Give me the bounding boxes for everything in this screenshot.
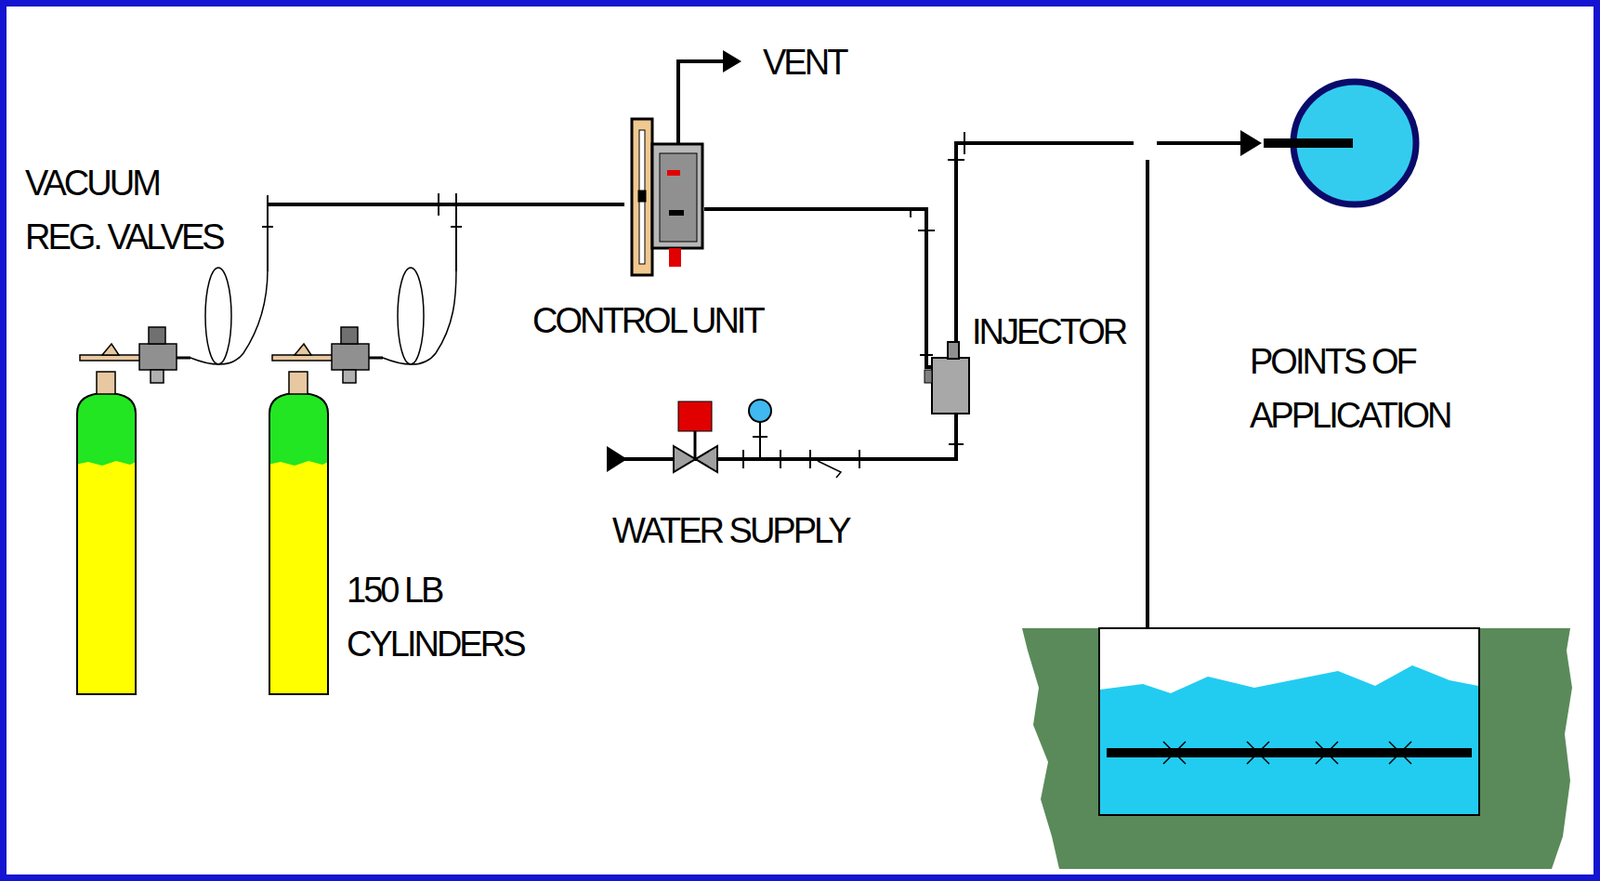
solution-line (1145, 159, 1150, 662)
part-label: POINTS OF APPLICATION (1249, 334, 1455, 443)
white-ground (6, 6, 1594, 875)
vacuum-line (918, 229, 935, 232)
control-unit (667, 170, 681, 176)
gas-cylinder (266, 390, 332, 697)
vacuum-regulator (340, 327, 358, 344)
basin (1163, 741, 1186, 764)
solution-line (1156, 141, 1246, 145)
basin (1315, 741, 1338, 764)
flexible-hose (190, 269, 268, 365)
vent-line (722, 50, 742, 73)
vacuum-regulator (331, 343, 369, 370)
vacuum-header (266, 195, 269, 216)
vacuum-regulator (148, 327, 166, 344)
basin (1163, 741, 1412, 764)
water-supply-line (742, 449, 745, 469)
part-label: VENT (762, 35, 846, 90)
part-label: VACUUM REG. VALVES (25, 156, 227, 264)
control-unit (668, 248, 682, 267)
control-unit (631, 118, 703, 276)
water-supply-line (858, 449, 861, 469)
basin (1099, 628, 1480, 815)
vacuum-line (919, 354, 933, 356)
vacuum-regulator (139, 343, 177, 370)
vacuum-line (909, 209, 912, 218)
vacuum-regulator (272, 354, 334, 361)
vacuum-header (262, 225, 274, 228)
basin (1022, 628, 1573, 869)
vacuum-regulator (368, 356, 383, 360)
basin (1022, 628, 1573, 869)
vacuum-header (262, 193, 625, 272)
basin (1246, 741, 1270, 764)
water-supply-line (678, 401, 712, 432)
vacuum-header (437, 193, 440, 216)
control-unit (668, 209, 684, 216)
flexible-hose (397, 267, 424, 365)
water-supply-line (779, 449, 782, 469)
water-supply-line (817, 460, 841, 478)
water-supply-line (606, 399, 964, 478)
water-supply-line (694, 429, 697, 460)
flexible-hose (382, 269, 457, 365)
water-supply-line (613, 413, 957, 460)
vacuum-regulator (150, 369, 164, 383)
control-unit (639, 130, 645, 264)
water-supply-line (748, 399, 772, 422)
water-supply-line (752, 435, 768, 438)
water-supply-line (759, 421, 761, 460)
part-label: CONTROL UNIT (532, 293, 763, 348)
gas-cylinder (74, 390, 140, 697)
flexible-hose (190, 267, 457, 365)
water-supply-line (606, 445, 628, 473)
injector (924, 341, 970, 414)
pipe-section (1263, 138, 1353, 148)
part-label: 150 LB CYLINDERS (346, 563, 528, 671)
vacuum-regulator (176, 356, 191, 360)
injector (947, 341, 959, 359)
vacuum-header (267, 202, 625, 207)
basin (1389, 741, 1412, 764)
basin (1106, 747, 1472, 758)
water-supply-line (948, 443, 964, 446)
pipe-section (1263, 81, 1417, 205)
control-unit (631, 118, 653, 276)
control-unit (659, 153, 697, 242)
part-label: INJECTOR (971, 304, 1126, 359)
vent-line (678, 61, 725, 145)
vacuum-regulator (96, 371, 116, 394)
part-label: WATER SUPPLY (612, 503, 850, 558)
vacuum-regulator (79, 327, 383, 394)
gas-cylinder (269, 393, 328, 695)
solution-line (947, 130, 1262, 679)
water-supply-line (809, 449, 812, 469)
gas-cylinder (74, 390, 332, 697)
control-unit (638, 190, 646, 202)
gas-cylinder (77, 393, 136, 695)
solution-line (963, 131, 966, 155)
vent-line (678, 50, 742, 145)
control-unit (652, 144, 703, 249)
vacuum-regulator (342, 369, 356, 383)
vacuum-regulator (102, 343, 119, 355)
vacuum-header (455, 193, 458, 216)
vacuum-regulator (79, 354, 142, 361)
gas-cylinder (266, 390, 332, 466)
gas-cylinder (74, 390, 140, 466)
vacuum-regulator (294, 343, 312, 355)
solution-line (947, 158, 965, 161)
injector (924, 369, 932, 383)
solution-line (1240, 130, 1262, 157)
vacuum-regulator (288, 371, 308, 394)
vacuum-header (450, 225, 462, 228)
flexible-hose (205, 267, 232, 365)
basin (1100, 665, 1479, 814)
injector (931, 357, 970, 414)
